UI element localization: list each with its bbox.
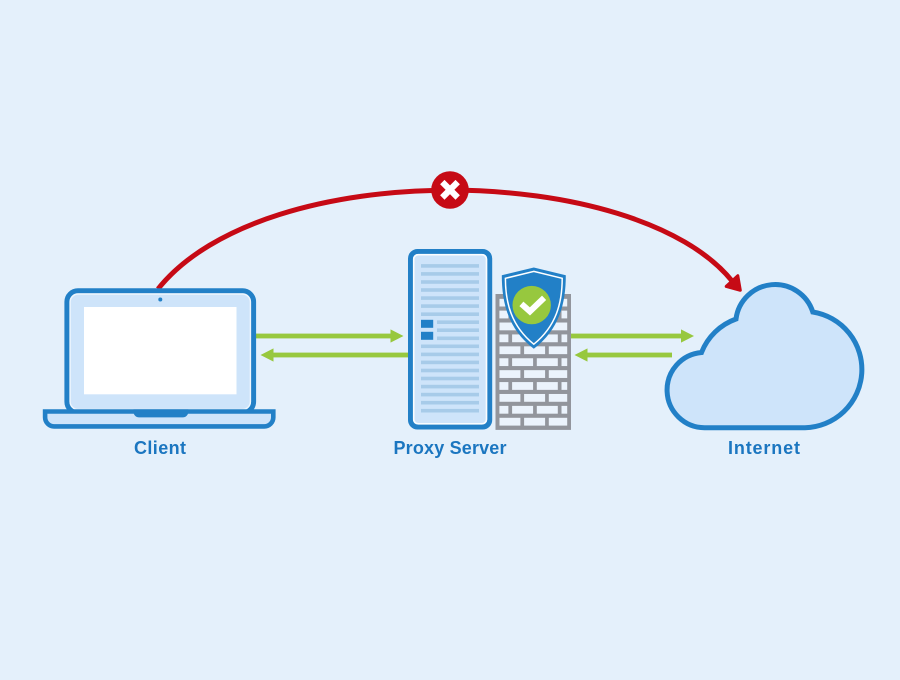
svg-text:Proxy Server: Proxy Server xyxy=(394,438,507,458)
svg-text:Internet: Internet xyxy=(728,438,800,458)
svg-text:Client: Client xyxy=(134,438,186,458)
